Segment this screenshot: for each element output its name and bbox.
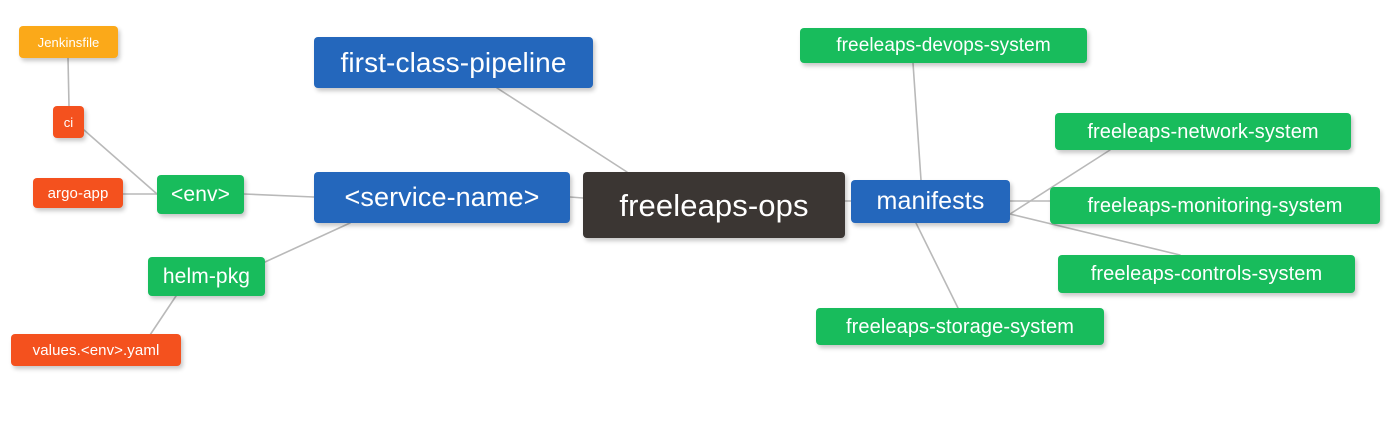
node-manifests[interactable]: manifests <box>851 180 1010 223</box>
edge-helm-pkg-to-service-name <box>264 222 351 263</box>
node-freeleaps-storage-system[interactable]: freeleaps-storage-system <box>816 308 1104 345</box>
node-argo-app[interactable]: argo-app <box>33 178 123 208</box>
node-freeleaps-devops-system[interactable]: freeleaps-devops-system <box>800 28 1087 63</box>
node-label-values-yaml: values.<env>.yaml <box>32 341 160 359</box>
node-helm-pkg[interactable]: helm-pkg <box>148 257 265 296</box>
node-values-yaml[interactable]: values.<env>.yaml <box>11 334 181 366</box>
edge-manifests-to-freeleaps-storage-system <box>915 222 959 309</box>
node-label-freeleaps-controls-system: freeleaps-controls-system <box>1090 263 1323 285</box>
node-first-class-pipeline[interactable]: first-class-pipeline <box>314 37 593 88</box>
node-label-ci: ci <box>63 114 74 130</box>
node-freeleaps-network-system[interactable]: freeleaps-network-system <box>1055 113 1351 150</box>
node-label-freeleaps-network-system: freeleaps-network-system <box>1087 120 1319 143</box>
node-label-helm-pkg: helm-pkg <box>162 265 251 288</box>
node-label-jenkinsfile: Jenkinsfile <box>37 34 100 50</box>
node-env[interactable]: <env> <box>157 175 244 214</box>
node-service-name[interactable]: <service-name> <box>314 172 570 223</box>
node-freeleaps-monitoring-system[interactable]: freeleaps-monitoring-system <box>1050 187 1380 224</box>
node-label-argo-app: argo-app <box>47 184 109 202</box>
node-label-first-class-pipeline: first-class-pipeline <box>340 46 567 78</box>
node-freeleaps-ops[interactable]: freeleaps-ops <box>583 172 845 238</box>
node-label-env: <env> <box>171 183 230 206</box>
edge-manifests-to-freeleaps-devops-system <box>912 62 922 181</box>
node-label-freeleaps-devops-system: freeleaps-devops-system <box>836 35 1051 56</box>
edge-service-name-to-freeleaps-ops <box>569 196 584 199</box>
node-jenkinsfile[interactable]: Jenkinsfile <box>19 26 118 58</box>
node-freeleaps-controls-system[interactable]: freeleaps-controls-system <box>1058 255 1355 293</box>
node-label-service-name: <service-name> <box>344 182 540 212</box>
node-ci[interactable]: ci <box>53 106 84 138</box>
node-label-freeleaps-ops: freeleaps-ops <box>619 187 809 223</box>
edge-values-yaml-to-helm-pkg <box>149 295 177 336</box>
node-label-freeleaps-storage-system: freeleaps-storage-system <box>845 315 1075 338</box>
edge-env-to-service-name <box>243 193 315 198</box>
edge-jenkinsfile-to-ci <box>67 57 70 107</box>
node-label-manifests: manifests <box>876 187 985 215</box>
node-label-freeleaps-monitoring-system: freeleaps-monitoring-system <box>1087 194 1343 217</box>
edge-first-class-pipeline-to-freeleaps-ops <box>496 87 628 173</box>
